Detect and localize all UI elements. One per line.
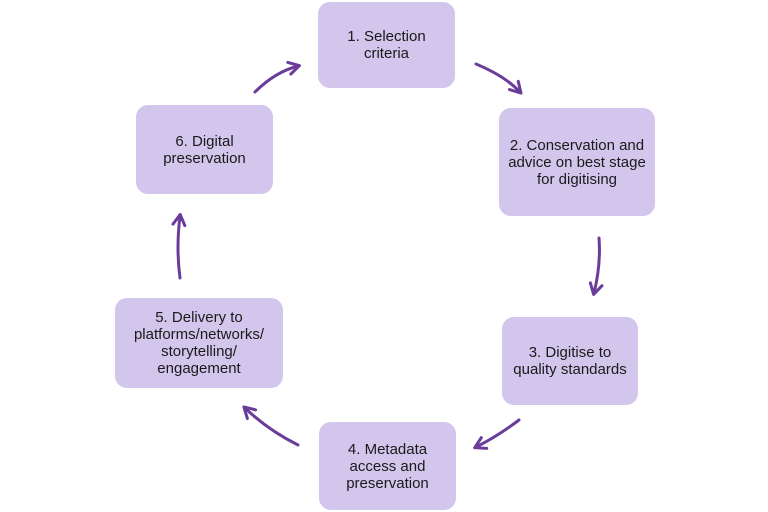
- arrow-4-to-5: [242, 405, 300, 447]
- arrow-1-to-2: [474, 62, 523, 95]
- step-2-box: 2. Conservation and advice on best stage…: [499, 108, 655, 216]
- arrow-5-to-6: [171, 213, 187, 280]
- step-3-box: 3. Digitise to quality standards: [502, 317, 638, 405]
- arrow-2-to-3: [588, 236, 604, 296]
- step-2-label: 2. Conservation and advice on best stage…: [508, 136, 646, 188]
- arrow-6-to-1: [253, 60, 301, 94]
- step-6-label: 6. Digital preservation: [163, 132, 246, 167]
- step-1-label: 1. Selection criteria: [347, 28, 426, 62]
- step-6-box: 6. Digital preservation: [136, 105, 273, 194]
- step-3-label: 3. Digitise to quality standards: [513, 344, 627, 378]
- step-5-label: 5. Delivery to platforms/networks/ story…: [133, 309, 265, 377]
- step-1-box: 1. Selection criteria: [318, 2, 455, 88]
- step-4-box: 4. Metadata access and preservation: [319, 422, 456, 510]
- step-4-label: 4. Metadata access and preservation: [346, 440, 429, 492]
- step-5-box: 5. Delivery to platforms/networks/ story…: [115, 298, 283, 388]
- arrow-3-to-4: [473, 418, 521, 450]
